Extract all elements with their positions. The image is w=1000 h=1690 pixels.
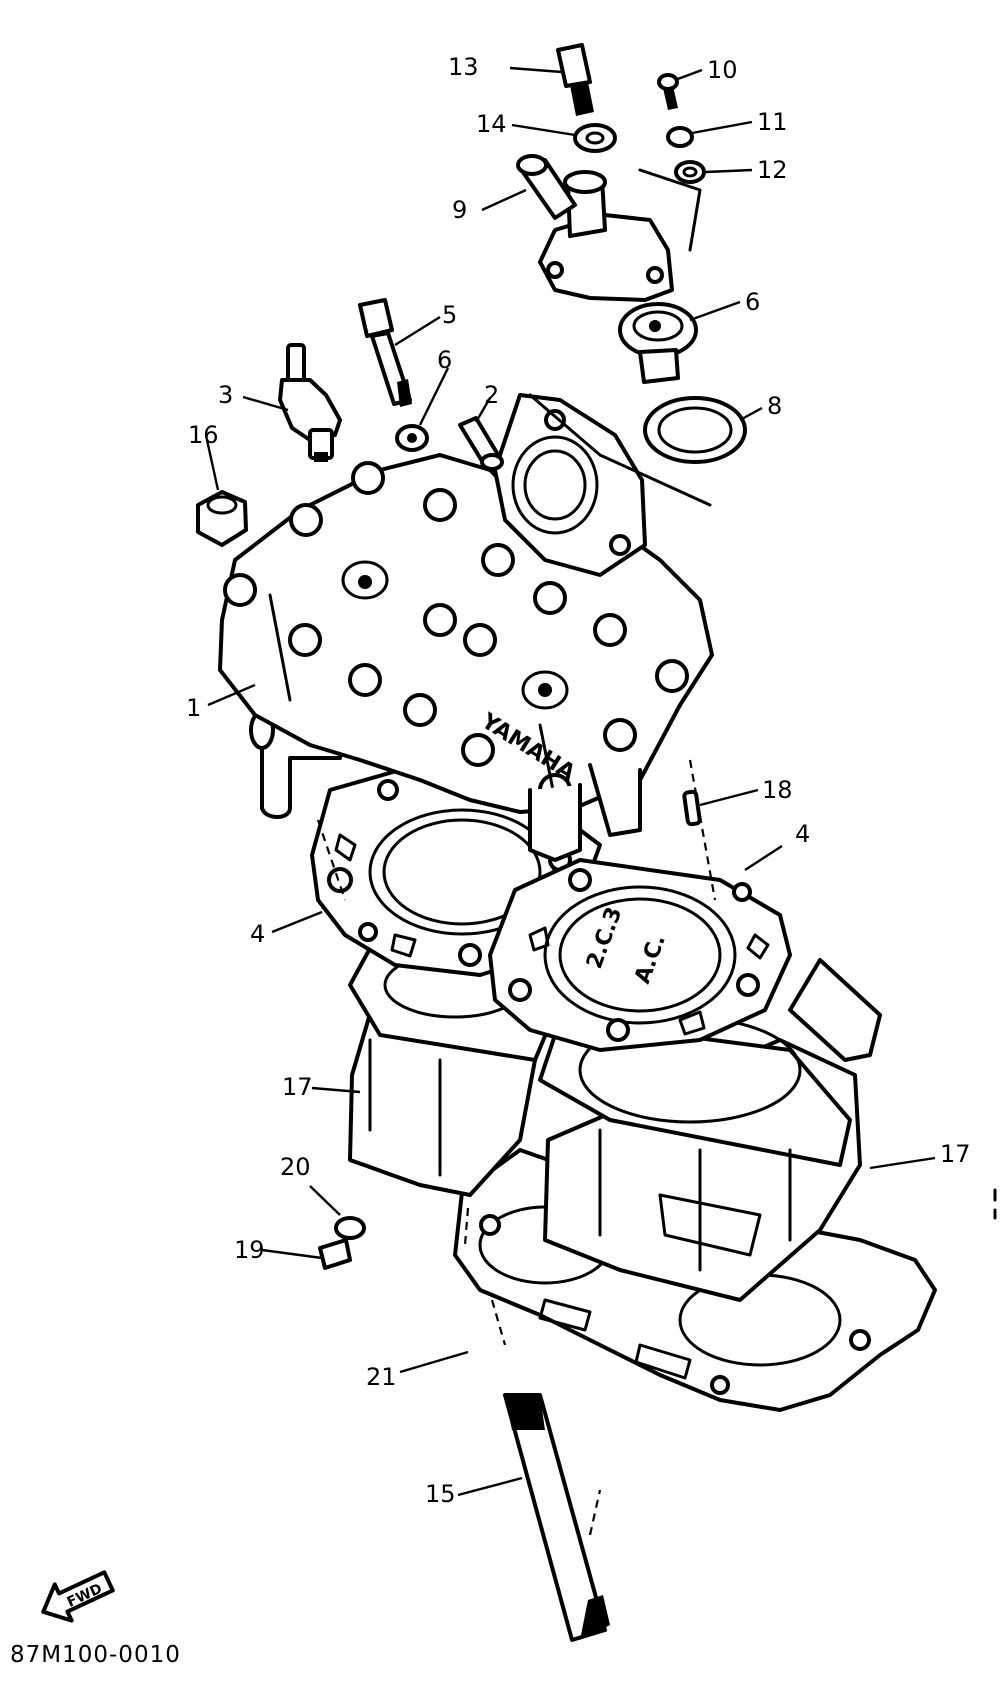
callout-20: 20 xyxy=(280,1153,311,1181)
dowel-pin xyxy=(682,789,702,827)
cover-bolt-short xyxy=(657,73,679,110)
head-bolt-washer xyxy=(395,424,429,452)
callout-14: 14 xyxy=(476,110,507,138)
cover-plain-washer xyxy=(674,160,706,184)
callout-2: 2 xyxy=(484,381,499,409)
callout-4-right: 4 xyxy=(795,820,810,848)
callout-17-left: 17 xyxy=(282,1073,313,1101)
callout-13: 13 xyxy=(448,53,479,81)
seal-guide-line xyxy=(528,393,712,507)
head-bolt xyxy=(358,298,412,407)
cover-spring-washer xyxy=(666,126,694,148)
thermostat-cover xyxy=(516,154,702,302)
cylinder-right xyxy=(538,958,882,1302)
callout-10: 10 xyxy=(707,56,738,84)
leader-lines xyxy=(205,66,936,1497)
thermostat xyxy=(618,302,698,384)
callout-11: 11 xyxy=(757,108,788,136)
callout-16: 16 xyxy=(188,421,219,449)
callout-12: 12 xyxy=(757,156,788,184)
callout-19: 19 xyxy=(234,1236,265,1264)
callout-18: 18 xyxy=(762,776,793,804)
callout-4-left: 4 xyxy=(250,920,265,948)
callout-1: 1 xyxy=(186,694,201,722)
plug-fitting xyxy=(458,416,504,471)
callout-labels: 13 10 14 11 12 9 6 5 3 6 2 8 16 1 18 4 4… xyxy=(186,53,971,1508)
callout-3: 3 xyxy=(218,381,233,409)
callout-21: 21 xyxy=(366,1363,397,1391)
drain-washer xyxy=(334,1216,366,1240)
figure-code: 87M100-0010 xyxy=(10,1642,181,1668)
callout-6: 6 xyxy=(437,346,452,374)
callout-8: 8 xyxy=(767,392,782,420)
temperature-sensor xyxy=(278,343,342,462)
head-gasket-right: 2.C.3 A.C. xyxy=(488,858,792,1052)
callout-15: 15 xyxy=(425,1480,456,1508)
cylinder-head: YAMAHA xyxy=(218,393,714,862)
callout-7: 6 xyxy=(745,288,760,316)
callout-9: 9 xyxy=(452,196,467,224)
thermostat-seal xyxy=(643,396,747,464)
front-direction-arrow: FWD xyxy=(41,1570,115,1623)
cover-bolt-long xyxy=(556,43,594,116)
callout-17-right: 17 xyxy=(940,1140,971,1168)
cover-washer-large xyxy=(573,123,617,153)
cap-nut xyxy=(196,490,248,547)
head-bolt-bosses xyxy=(223,461,689,807)
stud-bolt xyxy=(503,1393,610,1642)
callout-5: 5 xyxy=(442,301,457,329)
